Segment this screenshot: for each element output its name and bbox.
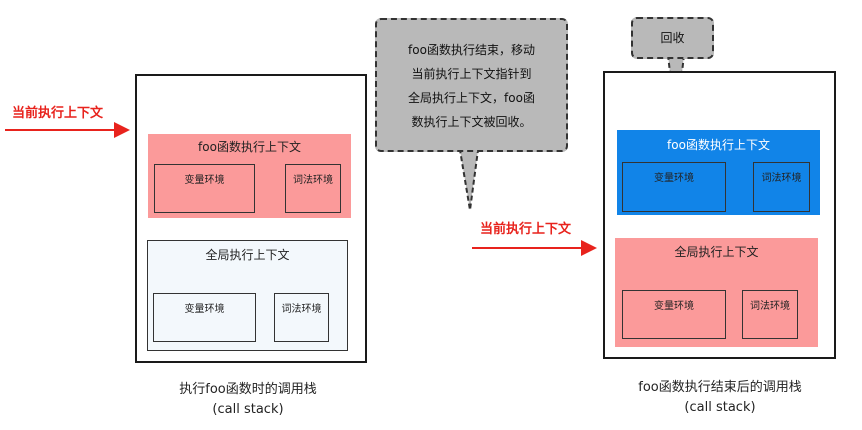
left-global-context-title: 全局执行上下文 <box>205 248 290 262</box>
callout-line-2: 当前执行上下文指针到 <box>411 67 532 81</box>
right-global-context-title: 全局执行上下文 <box>674 245 759 259</box>
left-foo-context: foo函数执行上下文 <box>148 134 351 218</box>
callout-bubble: foo函数执行结束，移动 当前执行上下文指针到 全局执行上下文，foo函 数执行… <box>375 18 568 152</box>
left-foo-variable-env: 变量环境 <box>154 164 255 213</box>
middle-current-context-label: 当前执行上下文 <box>480 222 572 237</box>
right-foo-context-recycled: foo函数执行上下文 <box>617 130 820 215</box>
left-global-context: 全局执行上下文 <box>147 240 348 351</box>
right-global-context: 全局执行上下文 <box>615 238 818 347</box>
left-foo-context-title: foo函数执行上下文 <box>198 140 301 154</box>
right-global-variable-env: 变量环境 <box>622 290 726 339</box>
right-caption: foo函数执行结束后的调用栈 (call stack) <box>600 378 840 418</box>
right-foo-context-title: foo函数执行上下文 <box>667 138 770 152</box>
recycle-label: 回收 <box>660 31 685 45</box>
callout-line-3: 全局执行上下文，foo函 <box>408 91 535 105</box>
left-caption-title: 执行foo函数时的调用栈 <box>179 382 317 397</box>
right-caption-title: foo函数执行结束后的调用栈 <box>638 380 802 395</box>
left-foo-lexical-env: 词法环境 <box>285 164 341 213</box>
right-foo-variable-env: 变量环境 <box>622 162 726 212</box>
recycle-bubble: 回收 <box>631 17 714 59</box>
right-foo-lexical-env: 词法环境 <box>753 162 810 212</box>
right-global-lexical-env: 词法环境 <box>742 290 798 339</box>
left-global-lexical-env: 词法环境 <box>274 293 329 342</box>
left-caption-subtitle: (call stack) <box>212 402 284 417</box>
left-current-context-label: 当前执行上下文 <box>12 106 104 121</box>
callout-line-4: 数执行上下文被回收。 <box>411 115 532 129</box>
left-global-variable-env: 变量环境 <box>153 293 256 342</box>
right-caption-subtitle: (call stack) <box>684 400 756 415</box>
callout-line-1: foo函数执行结束，移动 <box>408 43 535 57</box>
left-caption: 执行foo函数时的调用栈 (call stack) <box>130 380 366 420</box>
